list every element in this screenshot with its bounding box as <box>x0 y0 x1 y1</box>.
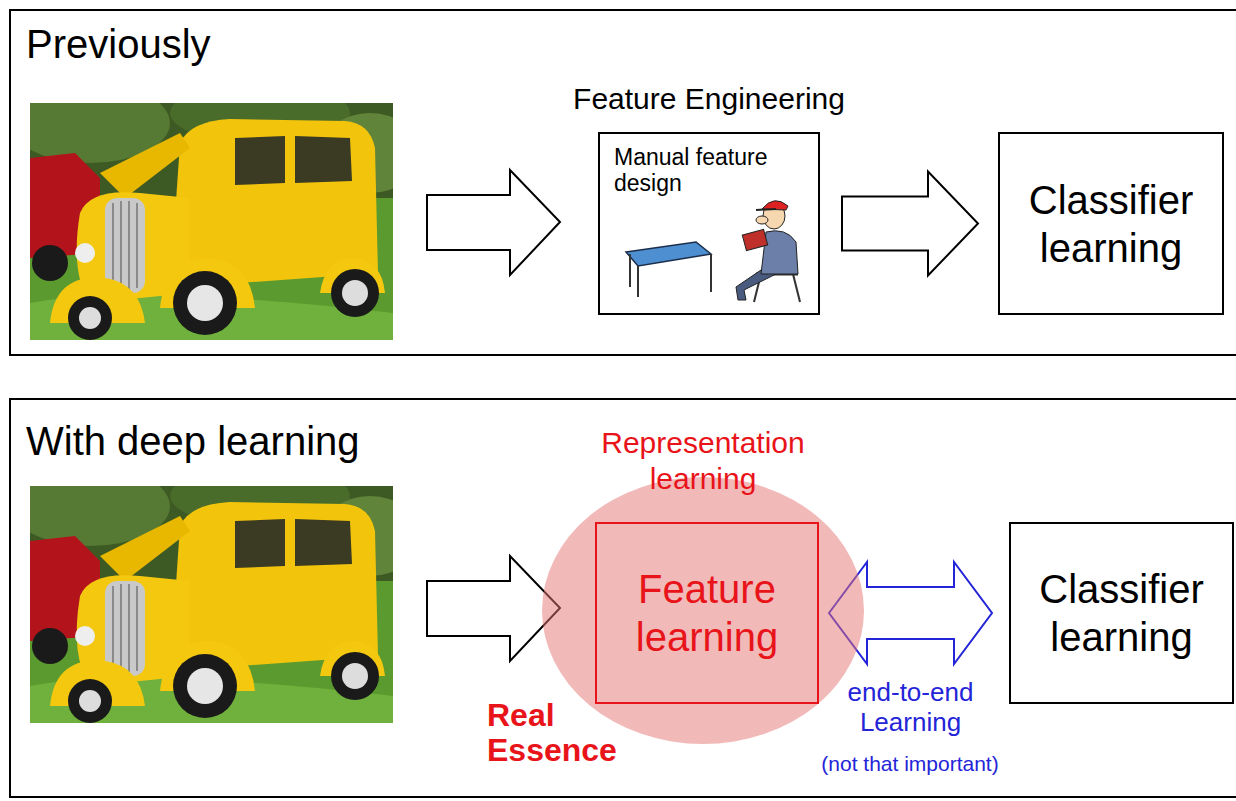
box-label: Classifier learning <box>1021 565 1222 661</box>
input-arrow <box>427 170 560 275</box>
panel: PreviouslyFeature EngineeringManual feat… <box>9 9 1236 356</box>
box-label: Classifier learning <box>1010 176 1212 272</box>
panel: With deep learningRepresentation learnin… <box>9 398 1236 798</box>
circle-heading: Representation learning <box>553 425 853 497</box>
process-box: Classifier learning <box>998 132 1224 315</box>
note-label: (not that important) <box>780 752 1040 776</box>
box-text: Manual feature design <box>614 144 804 197</box>
box-heading: Feature Engineering <box>573 82 845 117</box>
process-box: Feature EngineeringManual feature design <box>598 132 820 315</box>
engineer-cartoon <box>626 201 800 302</box>
panel-title: Previously <box>26 21 211 67</box>
process-box: Classifier learning <box>1009 522 1234 704</box>
input-arrow <box>427 556 560 661</box>
car-photo <box>10 466 420 723</box>
process-box: Feature learning <box>595 522 819 704</box>
box-label: Feature learning <box>607 565 807 661</box>
emphasis-label: Real Essence <box>487 698 637 768</box>
edge-label: end-to-end Learning <box>826 678 996 738</box>
panel-title: With deep learning <box>26 418 360 464</box>
block-arrow <box>842 172 978 276</box>
car-photo <box>10 83 420 340</box>
highlight-circle: Representation learningFeature learning <box>542 477 864 744</box>
